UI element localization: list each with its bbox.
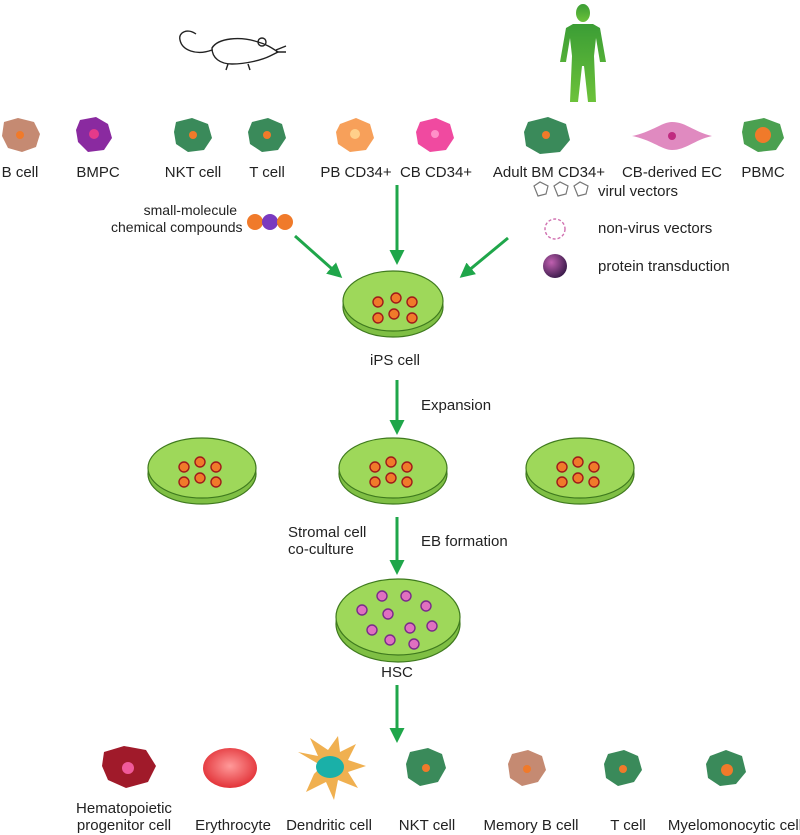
source-label-pbmc: PBMC bbox=[741, 164, 785, 181]
expansion-dish-left bbox=[147, 437, 257, 505]
dendritic-cell-icon bbox=[298, 736, 366, 800]
arrow-vectors-to-ips bbox=[459, 236, 509, 278]
source-label-adult-bm-cd34: Adult BM CD34+ bbox=[492, 164, 606, 181]
derived-label-dendritic-cell: Dendritic cell bbox=[286, 817, 372, 834]
derived-label-memory-b-cell: Memory B cell bbox=[483, 817, 579, 834]
arrow-compounds-to-ips bbox=[294, 234, 343, 278]
erythrocyte-icon bbox=[203, 748, 257, 788]
viral-vector-icon bbox=[533, 181, 589, 197]
hsc-dish bbox=[335, 578, 461, 663]
source-label-t-cell: T cell bbox=[249, 164, 285, 181]
small-molecule-icon bbox=[247, 214, 293, 230]
derived-label-erythrocyte: Erythrocyte bbox=[195, 817, 271, 834]
stromal-co-culture-label: Stromal cell co-culture bbox=[288, 524, 367, 558]
derived-label-hematopoietic-progenitor: Hematopoietic progenitor cell bbox=[76, 800, 172, 834]
flow-arrows bbox=[294, 185, 509, 743]
source-label-b-cell: B cell bbox=[1, 164, 39, 181]
non-virus-vector-icon bbox=[544, 218, 566, 240]
source-label-cb-cd34: CB CD34+ bbox=[399, 164, 473, 181]
source-label-pb-cd34: PB CD34+ bbox=[320, 164, 392, 181]
source-label-bmpc: BMPC bbox=[76, 164, 120, 181]
derived-cell-icons bbox=[102, 736, 746, 800]
derived-label-t-cell: T cell bbox=[610, 817, 646, 834]
source-cell-icons bbox=[2, 117, 784, 154]
derived-label-myelomonocytic-cell: Myelomonocytic cell bbox=[667, 817, 800, 834]
expansion-dish-right bbox=[525, 437, 635, 505]
derived-label-nkt-cell: NKT cell bbox=[398, 817, 456, 834]
expansion-dish-center bbox=[338, 437, 448, 505]
ips-cell-label: iPS cell bbox=[369, 352, 421, 369]
human-figure-icon bbox=[560, 4, 606, 102]
viral-vectors-label: virul vectors bbox=[598, 183, 679, 200]
eb-formation-label: EB formation bbox=[421, 533, 508, 550]
ips-dish bbox=[342, 270, 444, 338]
mouse-icon bbox=[179, 30, 287, 71]
protein-transduction-icon bbox=[543, 254, 567, 278]
source-label-cb-derived-ec: CB-derived EC bbox=[621, 164, 723, 181]
small-molecule-label: small-molecule chemical compounds bbox=[111, 202, 243, 235]
non-virus-vectors-label: non-virus vectors bbox=[598, 220, 713, 237]
expansion-label: Expansion bbox=[421, 397, 492, 414]
hsc-label: HSC bbox=[381, 664, 413, 681]
source-label-nkt-cell: NKT cell bbox=[164, 164, 222, 181]
protein-transduction-label: protein transduction bbox=[598, 258, 730, 275]
